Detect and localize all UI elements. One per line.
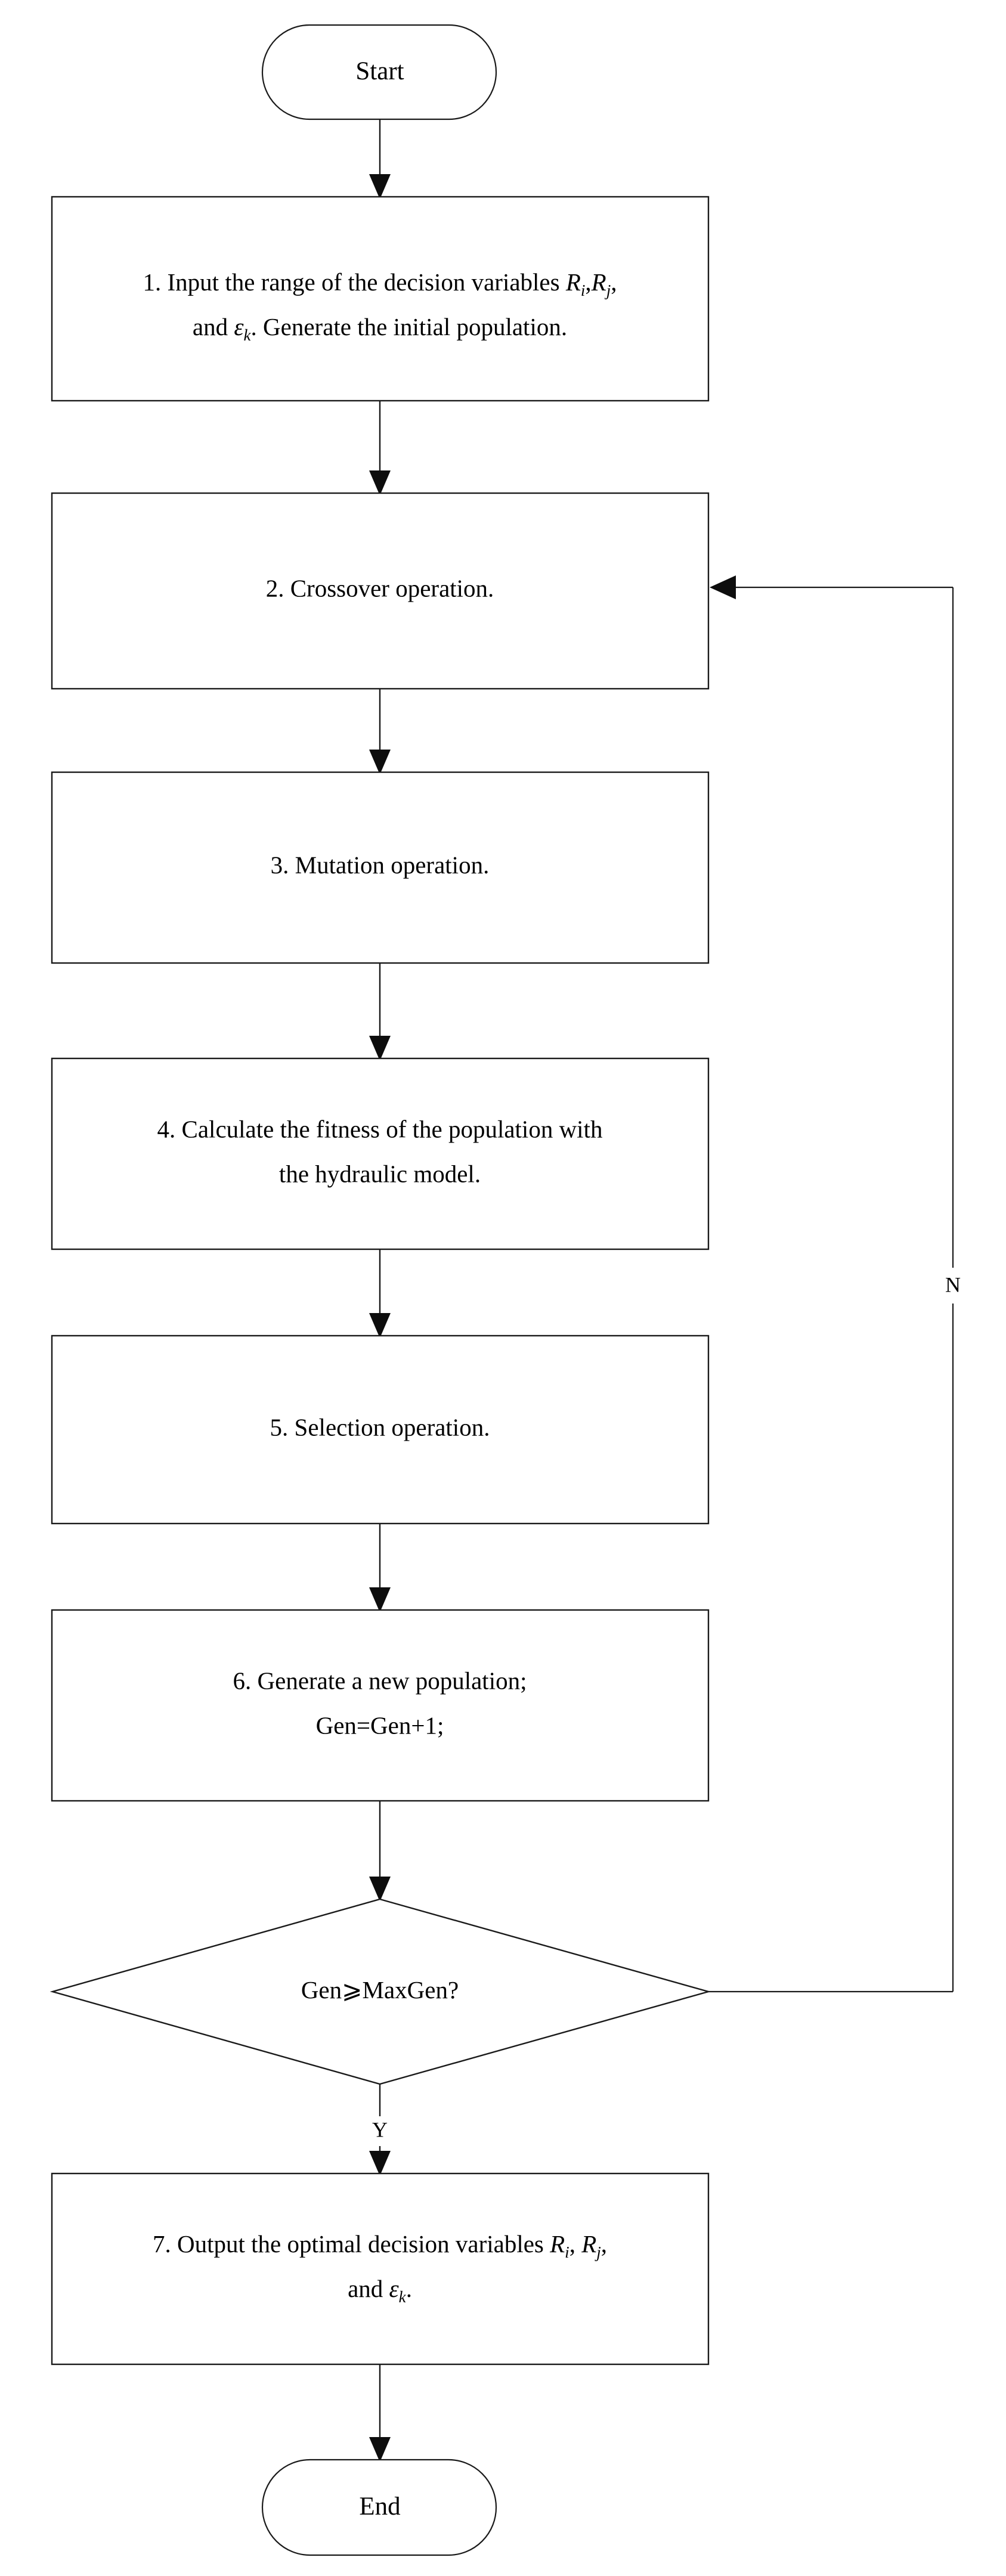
node-step7-line2: and εk. xyxy=(348,2275,412,2306)
step1-sub-j: j xyxy=(605,281,611,299)
edge-step6-to-decision xyxy=(369,1801,391,1902)
node-decision-label: Gen⩾MaxGen? xyxy=(301,1976,459,2004)
node-end xyxy=(261,2459,497,2556)
node-step4-line1: 4. Calculate the fitness of the populati… xyxy=(157,1115,603,1143)
branch-label-yes-text: Y xyxy=(372,2117,388,2141)
node-step4-line2: the hydraulic model. xyxy=(279,1160,481,1187)
edge-step7-to-end xyxy=(369,2364,391,2462)
decision-operator: ⩾ xyxy=(342,1976,362,2004)
node-step3-label: 3. Mutation operation. xyxy=(271,851,490,878)
node-step7-line1: 7. Output the optimal decision variables… xyxy=(153,2230,607,2261)
node-step2-label: 2. Crossover operation. xyxy=(266,574,494,602)
node-step6-line1: 6. Generate a new population; xyxy=(233,1667,527,1694)
node-step3 xyxy=(51,771,710,964)
node-step5-label: 5. Selection operation. xyxy=(270,1413,490,1441)
edge-step5-to-step6 xyxy=(369,1524,391,1612)
decision-label-left: Gen xyxy=(301,1976,342,2004)
edge-start-to-step1 xyxy=(369,119,391,199)
step1-var-ri: R xyxy=(565,268,581,296)
step1-line2-suffix: . Generate the initial population. xyxy=(251,313,568,340)
node-step4 xyxy=(51,1057,710,1250)
step7-line2-prefix: and xyxy=(348,2275,389,2302)
node-start xyxy=(261,24,497,120)
step7-comma1: , xyxy=(569,2230,582,2258)
edge-step2-to-step3 xyxy=(369,689,391,775)
node-start-label: Start xyxy=(355,57,404,85)
step1-sub-i: i xyxy=(581,281,586,299)
decision-label-right: MaxGen? xyxy=(363,1976,459,2004)
branch-label-no: N xyxy=(940,1268,966,1304)
node-step1 xyxy=(51,196,710,402)
node-step1-line1: 1. Input the range of the decision varia… xyxy=(143,268,617,299)
step7-line2-suffix: . xyxy=(406,2275,412,2302)
step1-var-epsilon: ε xyxy=(234,313,244,340)
node-end-label: End xyxy=(359,2493,400,2521)
edge-step1-to-step2 xyxy=(369,401,391,496)
edge-decision-to-step2-feedback xyxy=(708,575,954,1993)
branch-label-yes: Y xyxy=(367,2116,393,2146)
node-step6 xyxy=(51,1609,710,1802)
node-step1-line2: and εk. Generate the initial population. xyxy=(193,313,567,344)
step7-sub-j: j xyxy=(595,2243,601,2261)
node-step7 xyxy=(51,2172,710,2366)
step7-sub-i: i xyxy=(565,2243,569,2261)
edge-step4-to-step5 xyxy=(369,1249,391,1338)
step7-var-epsilon: ε xyxy=(389,2275,400,2302)
step7-line1-prefix: 7. Output the optimal decision variables xyxy=(153,2230,550,2258)
step7-sub-k: k xyxy=(399,2288,407,2306)
step1-line2-prefix: and xyxy=(193,313,234,340)
step1-var-rj: R xyxy=(591,268,606,296)
edge-step3-to-step4 xyxy=(369,963,391,1061)
branch-label-no-text: N xyxy=(945,1272,961,1296)
node-step2 xyxy=(51,492,710,690)
step1-sub-k: k xyxy=(244,326,252,344)
node-step5 xyxy=(51,1335,710,1525)
step7-var-ri: R xyxy=(549,2230,565,2258)
step1-comma1: , xyxy=(585,268,591,296)
node-decision xyxy=(49,1898,711,2085)
step7-comma2: , xyxy=(601,2230,607,2258)
step1-line1-prefix: 1. Input the range of the decision varia… xyxy=(143,268,566,296)
step1-comma2: , xyxy=(611,268,617,296)
edge-decision-to-step7 xyxy=(369,2084,391,2176)
node-step6-line2: Gen=Gen+1; xyxy=(316,1711,444,1739)
step7-var-rj: R xyxy=(581,2230,596,2258)
